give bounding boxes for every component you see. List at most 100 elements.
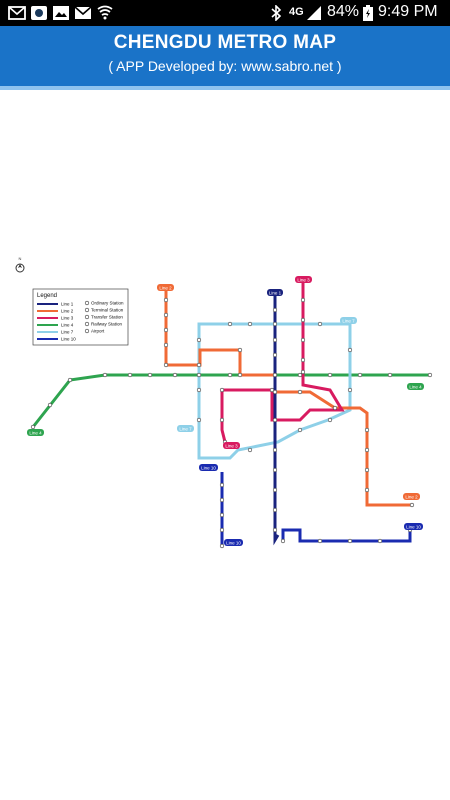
station-marker[interactable] [219, 387, 225, 393]
svg-text:Line 7: Line 7 [342, 319, 355, 324]
station-marker[interactable] [196, 337, 202, 343]
station-marker[interactable] [227, 372, 233, 378]
station-marker[interactable] [219, 417, 225, 423]
station-marker[interactable] [269, 387, 275, 393]
line-badge-line10-top[interactable]: Line 10 [199, 464, 218, 471]
station-marker[interactable] [272, 352, 278, 358]
stations[interactable] [30, 297, 433, 549]
station-marker[interactable] [219, 512, 225, 518]
line-1[interactable] [273, 296, 280, 546]
station-marker[interactable] [347, 347, 353, 353]
station-marker[interactable] [300, 337, 306, 343]
network-type: 4G [289, 6, 304, 18]
station-marker[interactable] [332, 405, 338, 411]
station-marker[interactable] [300, 357, 306, 363]
station-marker[interactable] [280, 538, 286, 544]
line-badge-line2-bottom[interactable]: Line 2 [403, 493, 420, 500]
line-badge-line2-top[interactable]: Line 2 [157, 284, 174, 291]
svg-text:Line 10: Line 10 [226, 541, 241, 546]
station-marker[interactable] [163, 342, 169, 348]
station-marker[interactable] [364, 427, 370, 433]
station-marker[interactable] [297, 389, 303, 395]
app-header: CHENGDU METRO MAP ( APP Developed by: ww… [0, 26, 450, 86]
station-marker[interactable] [364, 467, 370, 473]
station-marker[interactable] [272, 307, 278, 313]
station-marker[interactable] [237, 372, 243, 378]
station-marker[interactable] [47, 402, 53, 408]
station-marker[interactable] [272, 321, 278, 327]
line-3[interactable] [220, 283, 345, 443]
header-divider [0, 86, 450, 90]
line-badge-line3-mid[interactable]: Line 3 [223, 442, 240, 449]
station-marker[interactable] [272, 417, 278, 423]
station-marker[interactable] [272, 337, 278, 343]
line-4[interactable] [31, 373, 430, 428]
station-marker[interactable] [317, 538, 323, 544]
station-marker[interactable] [364, 487, 370, 493]
station-marker[interactable] [272, 372, 278, 378]
station-marker[interactable] [272, 447, 278, 453]
station-marker[interactable] [67, 377, 73, 383]
station-marker[interactable] [317, 321, 323, 327]
station-marker[interactable] [247, 447, 253, 453]
station-marker[interactable] [272, 389, 278, 395]
station-marker[interactable] [147, 372, 153, 378]
station-marker[interactable] [30, 424, 36, 430]
line-10[interactable] [220, 472, 412, 546]
bluetooth-icon [271, 5, 282, 21]
line-badge-line7-top[interactable]: Line 7 [340, 317, 357, 324]
station-marker[interactable] [219, 527, 225, 533]
station-marker[interactable] [102, 372, 108, 378]
station-marker[interactable] [347, 538, 353, 544]
station-marker[interactable] [297, 427, 303, 433]
station-marker[interactable] [163, 327, 169, 333]
station-marker[interactable] [297, 372, 303, 378]
station-marker[interactable] [196, 387, 202, 393]
station-marker[interactable] [364, 447, 370, 453]
station-marker[interactable] [327, 417, 333, 423]
station-marker[interactable] [237, 347, 243, 353]
station-marker[interactable] [196, 417, 202, 423]
station-marker[interactable] [357, 372, 363, 378]
station-marker[interactable] [163, 362, 169, 368]
line-badge-line1[interactable]: Line 1 [267, 289, 283, 296]
station-marker[interactable] [300, 317, 306, 323]
status-bar: 4G 84% 9:49 PM [0, 0, 450, 26]
station-marker[interactable] [409, 502, 415, 508]
station-marker[interactable] [196, 362, 202, 368]
station-marker[interactable] [219, 497, 225, 503]
station-marker[interactable] [127, 372, 133, 378]
station-marker[interactable] [272, 507, 278, 513]
station-marker[interactable] [219, 482, 225, 488]
line-badge-line3[interactable]: Line 3 [295, 276, 312, 283]
station-marker[interactable] [377, 538, 383, 544]
station-marker[interactable] [272, 467, 278, 473]
legend-symbol [84, 307, 90, 313]
line-badge-line4-left[interactable]: Line 4 [27, 429, 44, 436]
station-marker[interactable] [163, 312, 169, 318]
station-marker[interactable] [300, 297, 306, 303]
station-marker[interactable] [347, 387, 353, 393]
line-2[interactable] [164, 288, 412, 507]
station-marker[interactable] [172, 372, 178, 378]
station-marker[interactable] [387, 372, 393, 378]
station-marker[interactable] [219, 543, 225, 549]
station-marker[interactable] [247, 321, 253, 327]
station-marker[interactable] [272, 527, 278, 533]
line-badge-line10-right[interactable]: Line 10 [404, 523, 423, 530]
station-marker[interactable] [163, 297, 169, 303]
station-marker[interactable] [196, 372, 202, 378]
station-marker[interactable] [327, 372, 333, 378]
station-marker[interactable] [227, 321, 233, 327]
line-badge-line4-right[interactable]: Line 4 [407, 383, 424, 390]
line-badge-line10-bottom[interactable]: Line 10 [224, 539, 243, 546]
station-marker[interactable] [272, 487, 278, 493]
station-marker[interactable] [300, 369, 306, 375]
line-badge-line7-left[interactable]: Line 7 [177, 425, 194, 432]
svg-text:Line 4: Line 4 [409, 385, 422, 390]
legend-line-label: Line 7 [61, 330, 74, 335]
legend-symbol-label: Ordinary Station [91, 301, 124, 306]
station-marker[interactable] [427, 372, 433, 378]
